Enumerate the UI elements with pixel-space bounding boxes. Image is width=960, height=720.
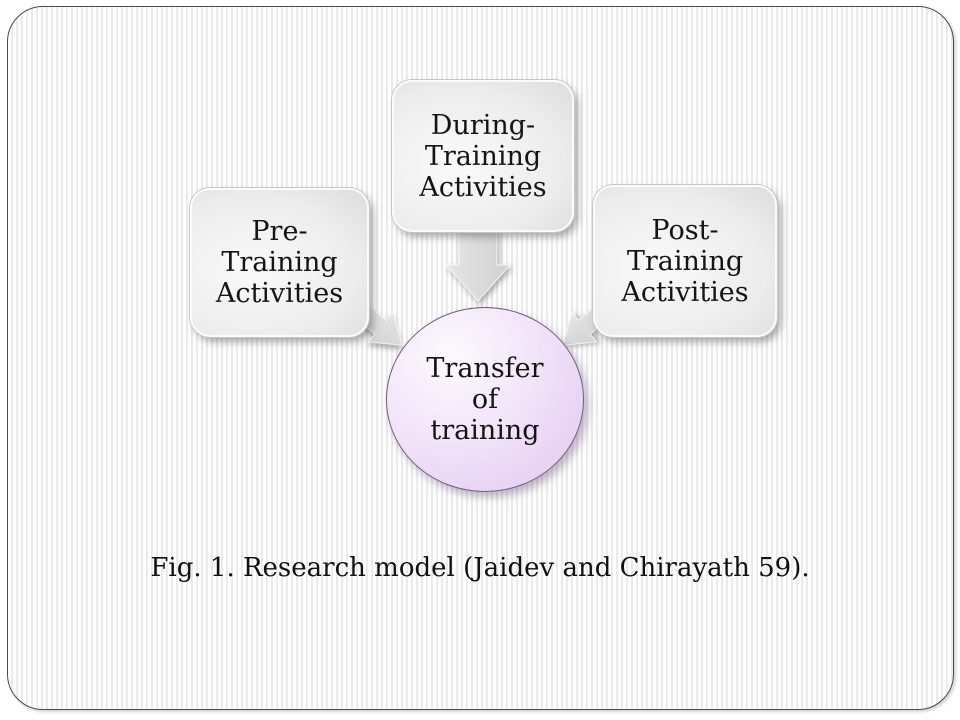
node-transfer-of-training-label: Transfer of training bbox=[426, 353, 544, 446]
node-post-training-label: Post- Training Activities bbox=[621, 214, 749, 308]
node-during-training: During- Training Activities bbox=[392, 80, 574, 232]
node-pre-training-label: Pre- Training Activities bbox=[215, 216, 344, 309]
node-pre-training: Pre- Training Activities bbox=[190, 188, 369, 337]
node-post-training: Post- Training Activities bbox=[593, 185, 777, 337]
arrow-during-to-center-icon bbox=[444, 227, 512, 302]
node-transfer-of-training: Transfer of training bbox=[386, 307, 584, 492]
figure-caption: Fig. 1. Research model (Jaidev and Chira… bbox=[150, 553, 810, 583]
node-during-training-label: During- Training Activities bbox=[419, 109, 547, 203]
